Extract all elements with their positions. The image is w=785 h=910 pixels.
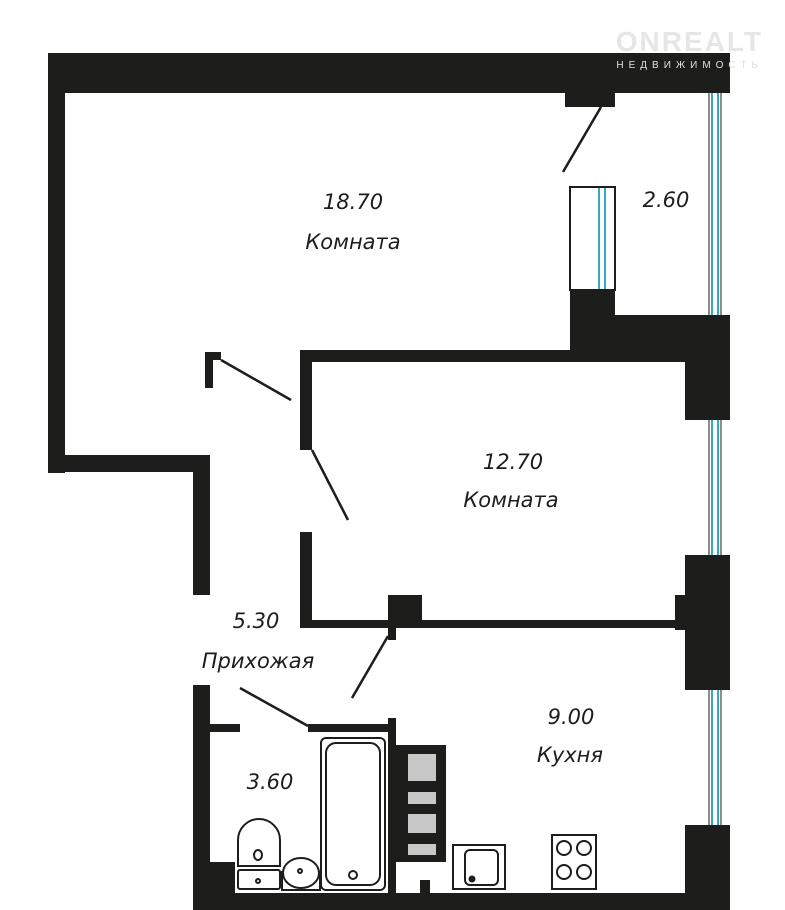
watermark-subtitle: НЕДВИЖИМОСТЬ <box>616 60 763 71</box>
room-area-large: 18.70 <box>322 190 384 214</box>
room-area-small: 12.70 <box>482 450 544 474</box>
kitchen-sink <box>452 844 506 890</box>
vent-shaft-cells <box>408 754 436 855</box>
balcony-area: 2.60 <box>642 188 690 212</box>
hallway-name: Прихожая <box>201 649 315 673</box>
walls <box>48 53 730 910</box>
room-name-small: Комната <box>463 488 559 512</box>
bathtub <box>320 737 386 891</box>
door-swings <box>220 106 603 728</box>
room-name-large: Комната <box>305 230 401 254</box>
bathroom-area: 3.60 <box>246 770 294 794</box>
watermark-logo: ONREALT <box>615 26 763 57</box>
kitchen-area: 9.00 <box>547 705 595 729</box>
toilet <box>237 818 281 890</box>
hallway-area: 5.30 <box>232 609 280 633</box>
sink <box>281 857 321 891</box>
kitchen-name: Кухня <box>536 743 604 767</box>
window-frames <box>569 93 722 825</box>
stove <box>551 834 597 890</box>
windows <box>598 93 719 825</box>
